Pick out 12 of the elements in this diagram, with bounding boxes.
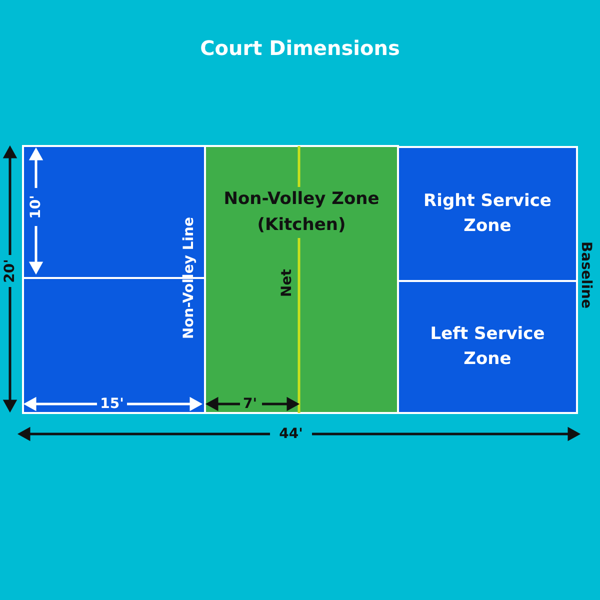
line-label: Non-Volley Line	[181, 216, 197, 340]
title: Court Dimensions	[200, 36, 400, 60]
service-zone	[397, 146, 578, 282]
line-label: Baseline	[578, 242, 594, 308]
dimension-label: 10'	[28, 195, 44, 219]
dimension-label: 44'	[279, 426, 303, 442]
dimension-label: 20'	[2, 259, 18, 283]
dimension-label: 15'	[100, 396, 124, 412]
service-zone	[397, 280, 578, 414]
kitchen-zone	[204, 145, 399, 414]
line-label: Net	[279, 269, 295, 297]
dimension-label: 7'	[242, 396, 258, 412]
